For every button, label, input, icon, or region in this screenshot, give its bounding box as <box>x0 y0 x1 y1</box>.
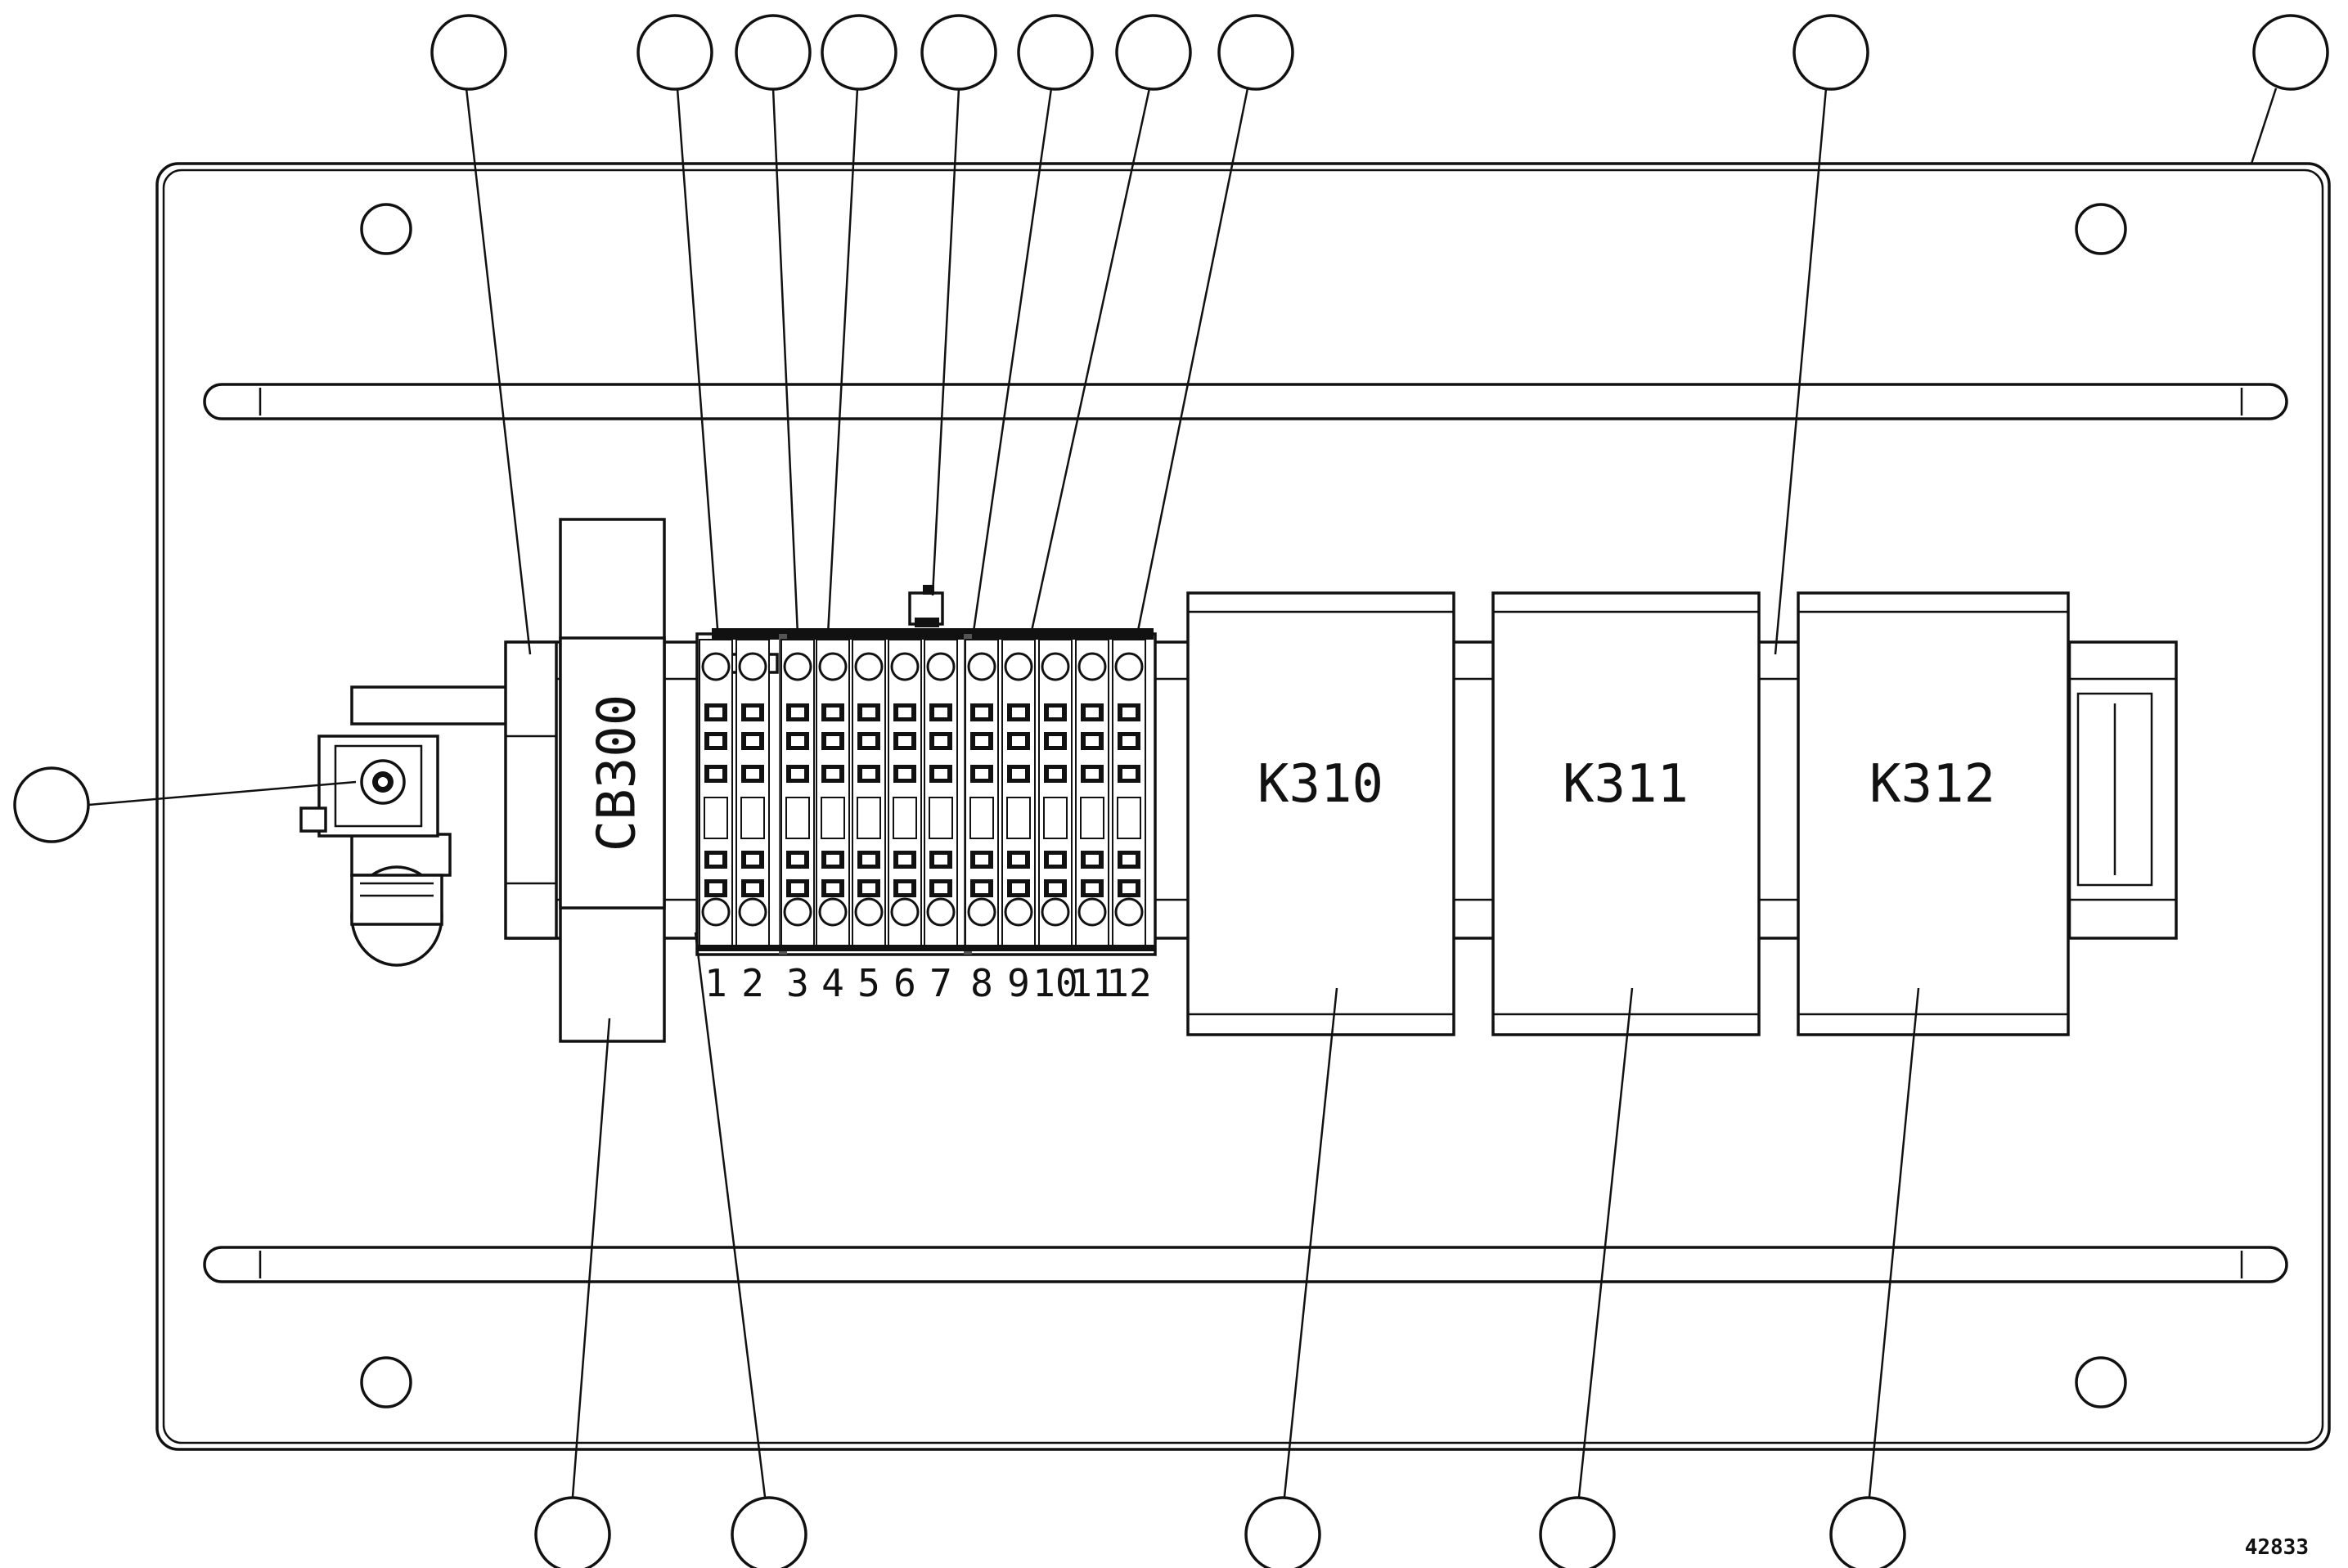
mounting-hole <box>2075 1356 2127 1409</box>
callout-balloon <box>430 14 507 91</box>
terminal-10: 10 <box>1032 639 1078 1005</box>
terminal-number: 7 <box>929 961 952 1005</box>
callout-balloon <box>735 14 812 91</box>
terminal-number: 6 <box>893 961 916 1005</box>
relay-label-k311: K311 <box>1563 754 1689 815</box>
ground-screw <box>360 759 406 805</box>
relay-label-k312: K312 <box>1869 754 1995 815</box>
terminal-number: 4 <box>821 961 844 1005</box>
terminal-number: 8 <box>970 961 993 1005</box>
callout-balloon <box>1115 14 1192 91</box>
callout-balloon <box>2252 14 2329 91</box>
terminal-6: 6 <box>888 639 922 1005</box>
callout-balloon <box>1829 1496 1906 1568</box>
callout-balloon <box>1539 1496 1616 1568</box>
callout-balloon <box>920 14 997 91</box>
callout-balloon <box>636 14 713 91</box>
callout-balloon <box>731 1496 807 1568</box>
callout-balloons <box>13 14 2329 1568</box>
mounting-plate <box>155 162 2331 1451</box>
callout-leaders <box>88 88 2278 1498</box>
terminal-3: 3 <box>780 639 815 1005</box>
terminal-number: 10 <box>1032 961 1077 1005</box>
mounting-hole <box>360 203 412 255</box>
callout-balloon <box>1017 14 1094 91</box>
terminal-7: 7 <box>924 639 958 1005</box>
callout-balloon <box>13 766 90 843</box>
top-slot <box>203 383 2288 420</box>
terminal-8: 8 <box>965 639 999 1005</box>
callout-balloon <box>534 1496 611 1568</box>
end-bracket-left <box>504 640 558 940</box>
mounting-slots <box>203 383 2288 1283</box>
circuit-breaker-cb300: CB300 <box>559 518 666 1043</box>
terminal-1: 1 <box>699 639 733 1005</box>
relay-k312: K312 <box>1797 591 2070 1036</box>
mounting-hole <box>360 1356 412 1409</box>
terminal-number: 1 <box>704 961 727 1005</box>
relay-k310: K310 <box>1186 591 1455 1036</box>
terminal-number: 12 <box>1106 961 1151 1005</box>
callout-balloon <box>1792 14 1869 91</box>
bottom-slot <box>203 1246 2288 1283</box>
terminal-9: 9 <box>1001 639 1036 1005</box>
terminal-number: 5 <box>857 961 880 1005</box>
relay-label-k310: K310 <box>1257 754 1383 815</box>
terminal-number: 3 <box>786 961 809 1005</box>
terminal-number: 2 <box>741 961 764 1005</box>
callout-balloon <box>1244 1496 1321 1568</box>
mounting-hole <box>2075 203 2127 255</box>
mounting-holes <box>360 203 2127 1409</box>
terminal-4: 4 <box>816 639 850 1005</box>
ground-lug <box>299 685 509 967</box>
breaker-label: CB300 <box>587 694 648 852</box>
terminal-number: 9 <box>1007 961 1030 1005</box>
callout-balloon <box>821 14 897 91</box>
callout-balloon <box>1217 14 1294 91</box>
terminal-11: 11 <box>1069 639 1115 1005</box>
terminal-5: 5 <box>852 639 886 1005</box>
figure-number: 42833 <box>2245 1535 2309 1560</box>
terminal-2: 2 <box>735 639 770 1005</box>
relay-k311: K311 <box>1491 591 1761 1036</box>
terminal-number: 11 <box>1069 961 1114 1005</box>
